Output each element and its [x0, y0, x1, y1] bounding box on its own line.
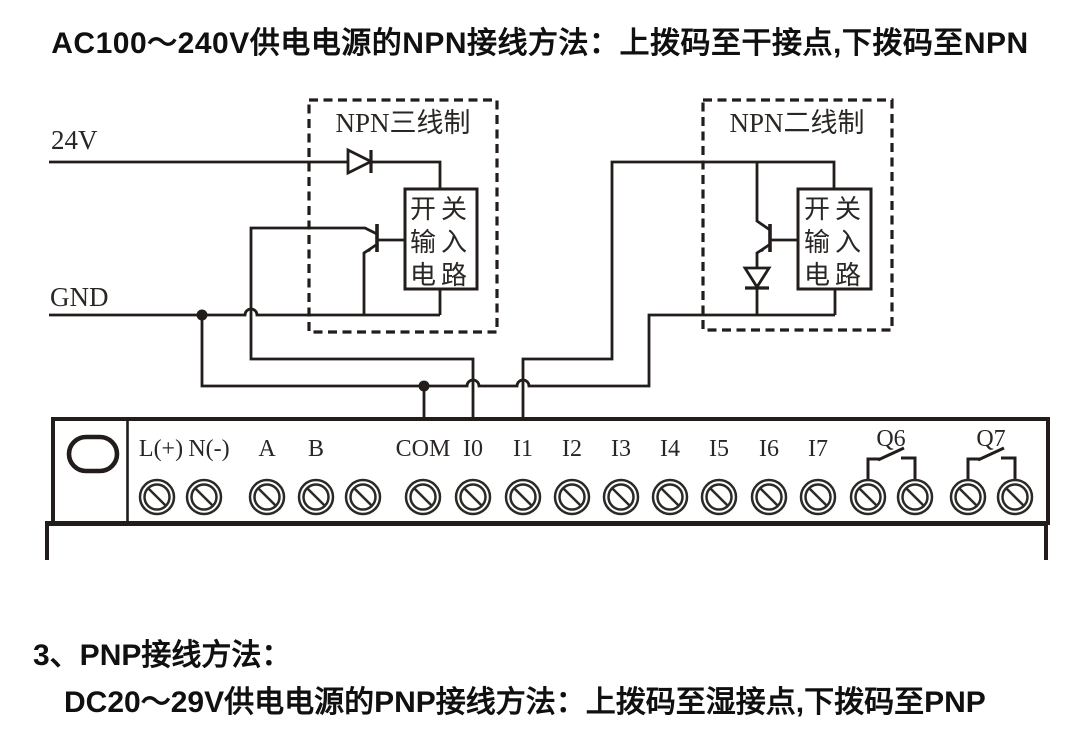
circuit-box-text: 电路	[410, 261, 472, 290]
terminal-label: I2	[562, 436, 582, 462]
terminal-label: A	[258, 436, 276, 462]
terminal-screw	[185, 478, 223, 516]
terminal-label: I4	[660, 436, 680, 462]
page-title: AC100～240V供电电源的NPN接线方法：上拨码至干接点,下拨码至NPN	[51, 27, 1029, 60]
terminal-screw	[297, 478, 335, 516]
diode-icon	[742, 266, 772, 290]
terminal-label: I1	[513, 436, 533, 462]
emitter-arrow-icon	[364, 244, 375, 253]
terminal-label: COM	[396, 436, 451, 462]
terminal-screw	[700, 478, 738, 516]
terminal-screw	[949, 478, 987, 516]
terminal-label: B	[308, 436, 324, 462]
emitter-arrow-icon	[757, 244, 768, 253]
wire-right-collector-tap	[755, 162, 771, 232]
terminal-screw	[454, 478, 492, 516]
terminal-screw	[553, 478, 591, 516]
circuit-box-text: 输入	[410, 228, 472, 257]
terminal-screw	[344, 478, 382, 516]
terminal-label: I5	[709, 436, 729, 462]
terminal-screw	[750, 478, 788, 516]
terminal-label: I6	[759, 436, 779, 462]
section-subheading: DC20～29V供电电源的PNP接线方法：上拨码至湿接点,下拨码至PNP	[64, 686, 986, 719]
junction-dot	[196, 309, 208, 321]
terminal-screw	[651, 478, 689, 516]
terminal-screw	[138, 478, 176, 516]
section-heading: 3、PNP接线方法：	[33, 639, 292, 672]
circuit-box-text: 开关	[410, 195, 472, 224]
terminal-screw	[602, 478, 640, 516]
circuit-box-text: 开关	[804, 195, 866, 224]
relay-contact-icon	[866, 457, 881, 480]
wire-i0-signal	[249, 226, 475, 417]
junction-dot	[418, 380, 430, 392]
diode-icon	[346, 147, 375, 176]
terminal-screw	[799, 478, 837, 516]
input-circuit-box	[403, 187, 479, 291]
terminal-screw	[248, 478, 286, 516]
relay-contact-icon	[966, 457, 981, 480]
terminal-screw	[896, 478, 934, 516]
terminal-screw	[404, 478, 442, 516]
rail-label-gnd: GND	[50, 282, 109, 312]
circuit-box-text: 输入	[804, 228, 866, 257]
terminal-screw	[504, 478, 542, 516]
relay-contact-icon	[1001, 456, 1017, 480]
terminal-label: I0	[463, 436, 483, 462]
terminal-label: I7	[808, 436, 828, 462]
rail-label-24v: 24V	[51, 125, 98, 155]
relay-contact-blade	[977, 446, 1005, 462]
terminal-screw	[849, 478, 887, 516]
relay-label: Q7	[976, 426, 1005, 452]
transistor-emitter-lead	[362, 243, 377, 315]
npn-2wire-dashed-box	[701, 98, 894, 332]
npn-3wire-dashed-box	[307, 98, 499, 334]
relay-contact-blade	[877, 446, 905, 462]
terminal-label: L(+)	[139, 436, 183, 462]
wire-com-gnd-return	[200, 313, 835, 388]
terminal-label: I3	[611, 436, 631, 462]
sensor-box-title: NPN二线制	[729, 108, 864, 138]
wire-i1-signal	[521, 160, 836, 417]
relay-label: Q6	[876, 426, 905, 452]
mounting-slot	[66, 434, 120, 474]
relay-contact-icon	[901, 456, 917, 480]
circuit-box-text: 电路	[804, 261, 866, 290]
sensor-box-title: NPN三线制	[335, 108, 470, 138]
input-circuit-box	[796, 187, 873, 291]
terminal-screw	[996, 478, 1034, 516]
terminal-label: N(-)	[188, 436, 229, 462]
wire-24v-rail	[49, 160, 442, 189]
